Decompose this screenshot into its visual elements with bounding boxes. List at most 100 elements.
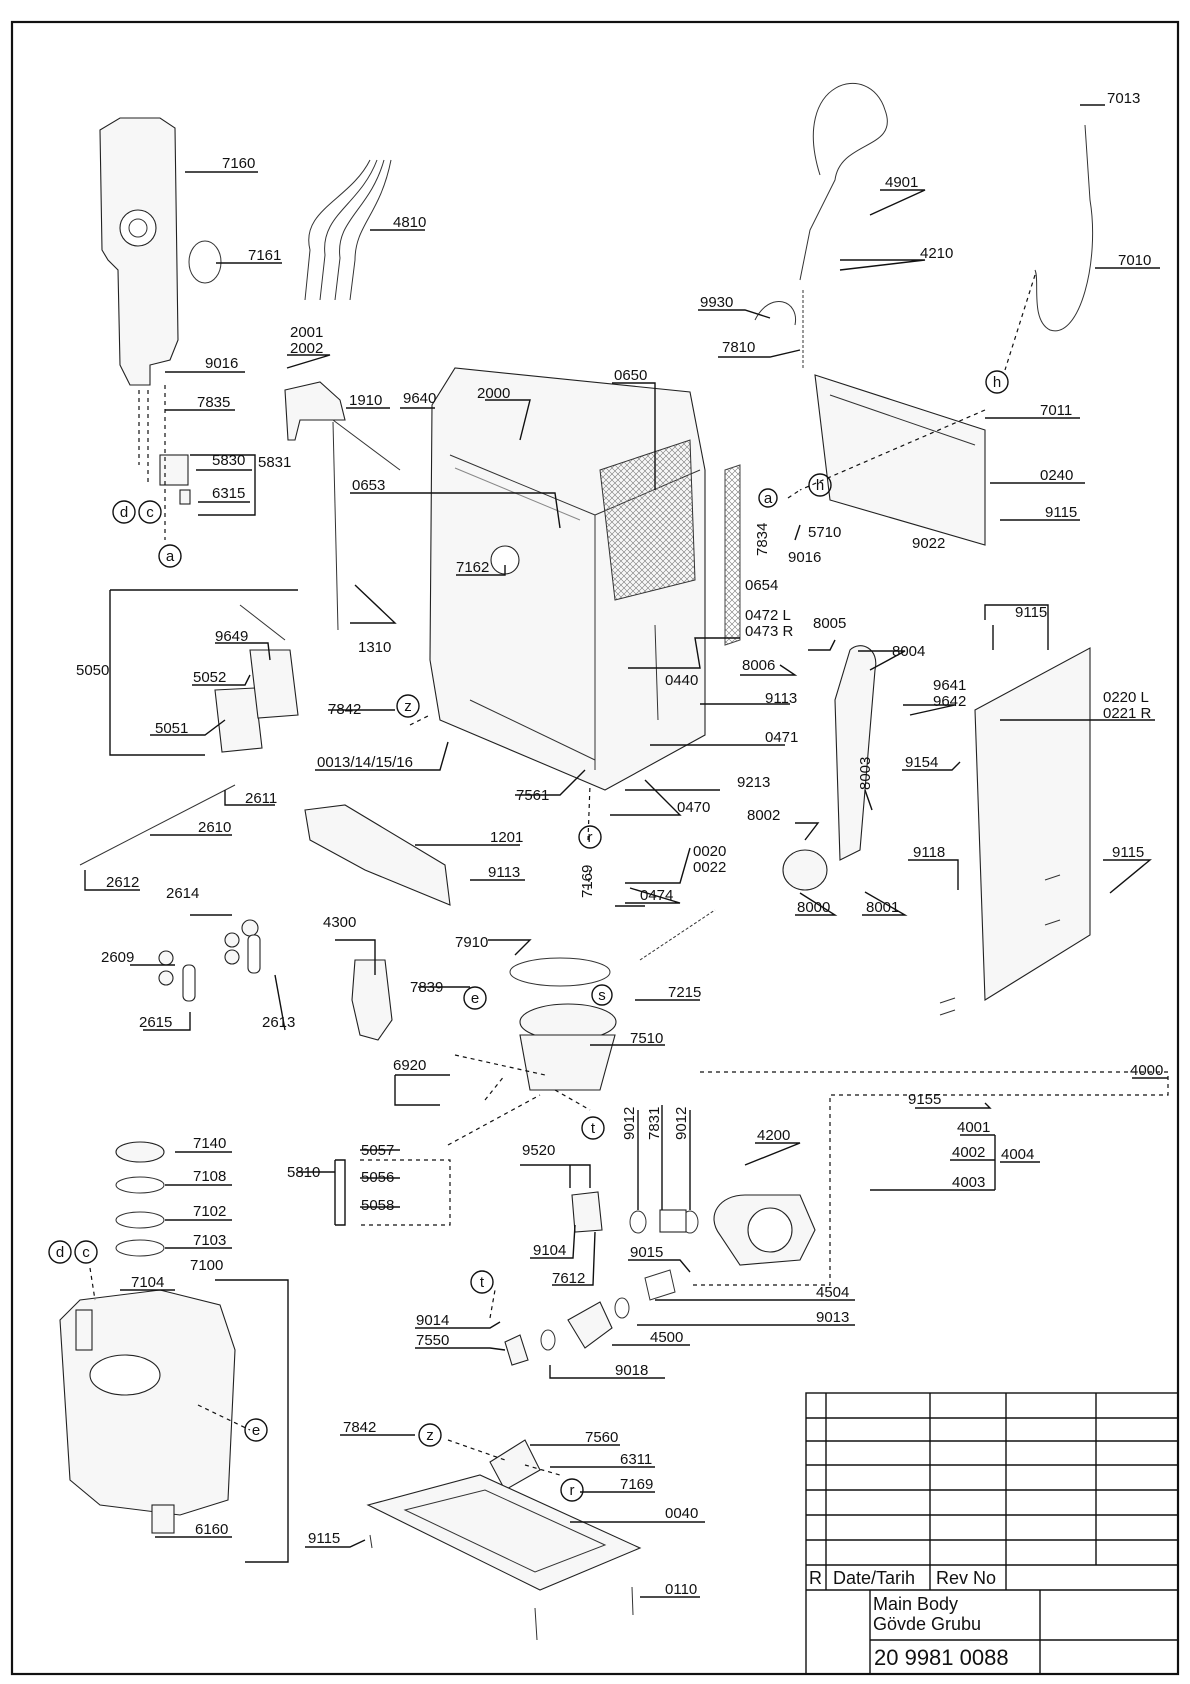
svg-text:a: a bbox=[764, 490, 773, 507]
label-9520: 9520 bbox=[522, 1142, 555, 1159]
label-2609: 2609 bbox=[101, 949, 134, 966]
label-7612: 7612 bbox=[552, 1270, 585, 1287]
svg-text:h: h bbox=[993, 374, 1001, 391]
label-2613: 2613 bbox=[262, 1014, 295, 1031]
label-0440: 0440 bbox=[665, 672, 698, 689]
svg-text:a: a bbox=[166, 548, 175, 565]
svg-text:z: z bbox=[404, 698, 412, 715]
label-8001: 8001 bbox=[866, 899, 899, 916]
label-5810: 5810 bbox=[287, 1164, 320, 1181]
title-block: R Date/Tarih Rev No Main Body Gövde Grub… bbox=[805, 1392, 1179, 1675]
label-4500: 4500 bbox=[650, 1329, 683, 1346]
label-7140: 7140 bbox=[193, 1135, 226, 1152]
callout-d-top: d bbox=[112, 500, 136, 524]
label-4004: 4004 bbox=[1001, 1146, 1034, 1163]
label-7910: 7910 bbox=[455, 934, 488, 951]
label-9115-lower: 9115 bbox=[1112, 844, 1144, 861]
label-7169-bottom: 7169 bbox=[620, 1476, 653, 1493]
svg-text:r: r bbox=[570, 1482, 575, 1499]
label-5058: 5058 bbox=[361, 1197, 394, 1214]
label-9155: 9155 bbox=[908, 1091, 941, 1108]
dashed-connectors bbox=[89, 274, 1169, 1476]
label-2000: 2000 bbox=[477, 385, 510, 402]
title-block-rev: R bbox=[809, 1568, 822, 1588]
label-9022: 9022 bbox=[912, 535, 945, 552]
callout-h-hose: h bbox=[985, 370, 1009, 394]
label-1201: 1201 bbox=[490, 829, 523, 846]
label-7550: 7550 bbox=[416, 1332, 449, 1349]
label-1910: 1910 bbox=[349, 392, 382, 409]
label-7011: 7011 bbox=[1040, 402, 1072, 419]
label-7834: 7834 bbox=[754, 523, 771, 556]
label-8000: 8000 bbox=[797, 899, 830, 916]
label-7831: 7831 bbox=[646, 1107, 663, 1140]
callout-s-tube: s bbox=[591, 984, 613, 1006]
label-9012-right: 9012 bbox=[673, 1107, 690, 1140]
label-9015: 9015 bbox=[630, 1244, 663, 1261]
label-9104: 9104 bbox=[533, 1242, 566, 1259]
callout-t-elbow: t bbox=[470, 1270, 494, 1294]
label-2612: 2612 bbox=[106, 874, 139, 891]
label-9115-base: 9115 bbox=[308, 1530, 340, 1547]
callout-c-top: c bbox=[138, 500, 162, 524]
svg-text:z: z bbox=[426, 1427, 434, 1444]
label-4810: 4810 bbox=[393, 214, 426, 231]
callout-e-sump: e bbox=[463, 986, 487, 1010]
label-9016: 9016 bbox=[205, 355, 238, 372]
label-0110: 0110 bbox=[665, 1581, 697, 1598]
label-0040: 0040 bbox=[665, 1505, 698, 1522]
label-7215: 7215 bbox=[668, 984, 701, 1001]
label-0220-l: 0220 L bbox=[1103, 689, 1149, 706]
svg-text:t: t bbox=[480, 1274, 485, 1291]
label-9113-panel: 9113 bbox=[488, 864, 520, 881]
label-7160: 7160 bbox=[222, 155, 255, 172]
label-9018: 9018 bbox=[615, 1362, 648, 1379]
title-block-title-tr: Gövde Grubu bbox=[873, 1614, 981, 1634]
label-6315: 6315 bbox=[212, 485, 245, 502]
part-shapes bbox=[59, 83, 1094, 1641]
label-9642: 9642 bbox=[933, 693, 966, 710]
label-2614: 2614 bbox=[166, 885, 199, 902]
title-block-date: Date/Tarih bbox=[833, 1568, 915, 1588]
label-2611: 2611 bbox=[245, 790, 277, 807]
svg-text:d: d bbox=[56, 1244, 64, 1261]
label-9118: 9118 bbox=[913, 844, 945, 861]
label-4200: 4200 bbox=[757, 1127, 790, 1144]
callout-c-softener: c bbox=[74, 1240, 98, 1264]
title-block-title-en: Main Body bbox=[873, 1594, 958, 1614]
label-7104: 7104 bbox=[131, 1274, 164, 1291]
label-5056: 5056 bbox=[361, 1169, 394, 1186]
label-4000: 4000 bbox=[1130, 1062, 1163, 1079]
label-7108: 7108 bbox=[193, 1168, 226, 1185]
callout-r-base: r bbox=[560, 1478, 584, 1502]
label-0020: 0020 bbox=[693, 843, 726, 860]
label-4504: 4504 bbox=[816, 1284, 849, 1301]
label-5050: 5050 bbox=[76, 662, 109, 679]
title-block-drawing-no: 20 9981 0088 bbox=[874, 1645, 1009, 1670]
label-5710: 5710 bbox=[808, 524, 841, 541]
label-2610: 2610 bbox=[198, 819, 231, 836]
label-2002: 2002 bbox=[290, 340, 323, 357]
label-7103: 7103 bbox=[193, 1232, 226, 1249]
label-0653: 0653 bbox=[352, 477, 385, 494]
label-2001: 2001 bbox=[290, 324, 323, 341]
label-7161: 7161 bbox=[248, 247, 281, 264]
callout-a-rear: a bbox=[758, 488, 778, 508]
callout-z-top: z bbox=[396, 694, 420, 718]
label-7835: 7835 bbox=[197, 394, 230, 411]
label-7102: 7102 bbox=[193, 1203, 226, 1220]
label-9113-tub: 9113 bbox=[765, 690, 797, 707]
callout-markers: d c a h h a z r e s t t d c e z r bbox=[48, 370, 1009, 1502]
label-7842-bottom: 7842 bbox=[343, 1419, 376, 1436]
svg-text:h: h bbox=[816, 477, 824, 494]
callout-h-rear: h bbox=[808, 473, 832, 497]
label-4002: 4002 bbox=[952, 1144, 985, 1161]
label-9013: 9013 bbox=[816, 1309, 849, 1326]
label-0221-r: 0221 R bbox=[1103, 705, 1152, 722]
label-9154: 9154 bbox=[905, 754, 938, 771]
label-8002: 8002 bbox=[747, 807, 780, 824]
label-8006: 8006 bbox=[742, 657, 775, 674]
label-6311: 6311 bbox=[620, 1451, 652, 1468]
leader-lines bbox=[84, 104, 1168, 1598]
